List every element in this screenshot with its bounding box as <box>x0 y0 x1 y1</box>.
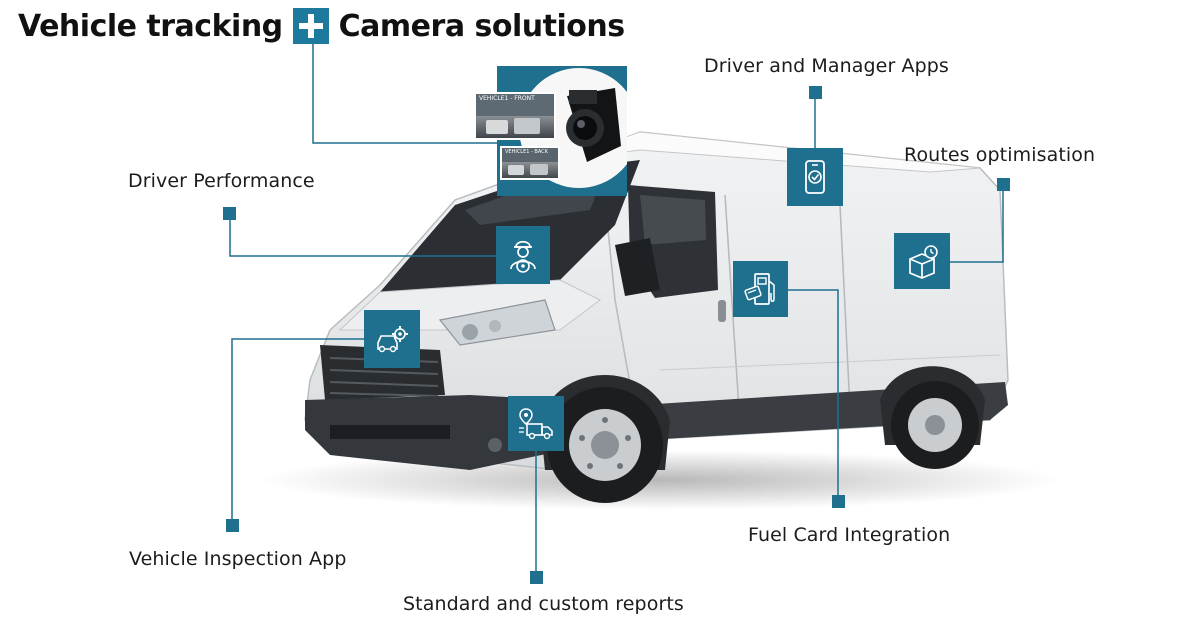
label-standard-custom-reports: Standard and custom reports <box>403 593 684 615</box>
connector-dot-driver-manager-apps <box>809 86 822 99</box>
camera-back-label: VEHICLE1 - BACK <box>505 149 548 155</box>
label-driver-performance: Driver Performance <box>128 170 315 192</box>
smartphone-icon <box>787 148 843 206</box>
title-camera-solutions: Camera solutions <box>338 8 625 44</box>
driver-steering-wheel-icon <box>496 226 550 284</box>
vehicle-inspection-gear-icon <box>364 310 420 368</box>
label-fuel-card-integration: Fuel Card Integration <box>748 524 951 546</box>
label-routes-optimisation: Routes optimisation <box>904 144 1096 166</box>
connector-dot-fuel-card-integration <box>832 495 845 508</box>
label-vehicle-inspection-app: Vehicle Inspection App <box>129 548 347 570</box>
plus-icon <box>292 8 329 44</box>
connector-dot-driver-performance <box>223 207 236 220</box>
camera-front-view: VEHICLE1 - FRONT <box>474 92 556 140</box>
route-box-clock-icon <box>894 233 950 289</box>
camera-front-label: VEHICLE1 - FRONT <box>479 95 535 102</box>
delivery-truck-pin-icon <box>508 396 564 451</box>
connector-dot-vehicle-inspection-app <box>226 519 239 532</box>
fuel-card-pump-icon <box>733 261 788 317</box>
connector-dot-standard-custom-reports <box>530 571 543 584</box>
headline: Vehicle tracking Camera solutions <box>18 4 625 48</box>
title-vehicle-tracking: Vehicle tracking <box>18 8 283 44</box>
camera-back-view: VEHICLE1 - BACK <box>500 146 560 180</box>
label-driver-manager-apps: Driver and Manager Apps <box>704 55 949 77</box>
connector-dot-routes-optimisation <box>997 178 1010 191</box>
